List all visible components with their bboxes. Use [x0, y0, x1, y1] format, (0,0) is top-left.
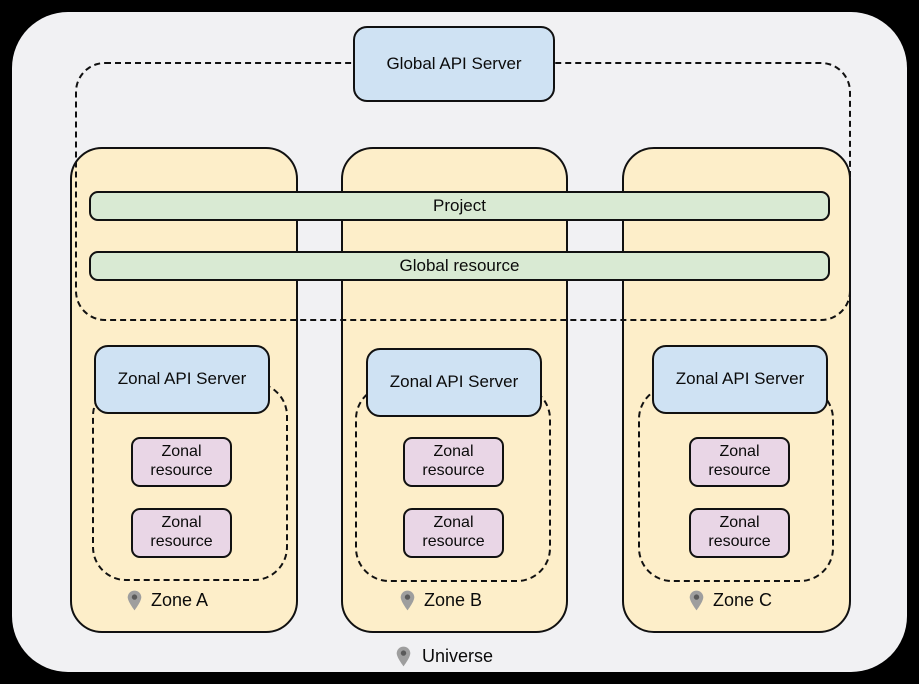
zone-a-resource-1-line1: Zonal	[161, 443, 202, 461]
global-bar-global-resource[interactable]: Global resource	[89, 251, 830, 281]
zone-b-resource-1-line1: Zonal	[433, 443, 474, 461]
zone-b-label-text: Zone B	[424, 590, 483, 610]
zone-b-resource-2-line1: Zonal	[433, 514, 474, 532]
zone-c-label: Zone C	[689, 590, 772, 611]
zone-b-label: Zone B	[400, 590, 482, 611]
global-api-server-label: Global API Server	[386, 53, 522, 73]
zone-c-api-server-label: Zonal API Server	[675, 369, 805, 389]
global-api-server[interactable]: Global API Server	[353, 26, 555, 102]
zone-c-resource-1-line1: Zonal	[719, 443, 760, 461]
zone-a-resource-2-line1: Zonal	[161, 514, 202, 532]
zone-b-resource-2[interactable]: Zonal resource	[403, 508, 504, 558]
global-bar-project-label: Project	[433, 195, 486, 215]
zone-c-resource-1[interactable]: Zonal resource	[689, 437, 790, 487]
zone-c-resource-2-line2: resource	[708, 533, 771, 550]
zone-b-resource-2-line2: resource	[422, 533, 485, 550]
global-bar-global-resource-label: Global resource	[399, 255, 520, 275]
zone-a-resource-2[interactable]: Zonal resource	[131, 508, 232, 558]
zone-a-api-server-label: Zonal API Server	[117, 369, 247, 389]
map-pin-icon	[400, 590, 415, 611]
map-pin-icon	[689, 590, 704, 611]
zone-c-resource-1-line2: resource	[708, 462, 771, 479]
zone-a-resource-1-line2: resource	[150, 462, 213, 479]
universe-label-text: Universe	[422, 646, 494, 666]
map-pin-icon	[396, 646, 411, 667]
zone-b-resource-1-line2: resource	[422, 462, 485, 479]
zone-c-label-text: Zone C	[713, 590, 773, 610]
zone-a-api-server[interactable]: Zonal API Server	[94, 345, 270, 414]
zone-c-resource-2[interactable]: Zonal resource	[689, 508, 790, 558]
zone-b-api-server[interactable]: Zonal API Server	[366, 348, 542, 417]
zone-b-api-server-label: Zonal API Server	[389, 372, 519, 392]
zone-c-resource-2-line1: Zonal	[719, 514, 760, 532]
global-bar-project[interactable]: Project	[89, 191, 830, 221]
map-pin-icon	[127, 590, 142, 611]
universe-label: Universe	[396, 646, 493, 667]
zone-a-resource-2-line2: resource	[150, 533, 213, 550]
zone-a-label-text: Zone A	[151, 590, 209, 610]
zone-c-api-server[interactable]: Zonal API Server	[652, 345, 828, 414]
zone-a-resource-1[interactable]: Zonal resource	[131, 437, 232, 487]
zone-a-label: Zone A	[127, 590, 208, 611]
zone-b-resource-1[interactable]: Zonal resource	[403, 437, 504, 487]
